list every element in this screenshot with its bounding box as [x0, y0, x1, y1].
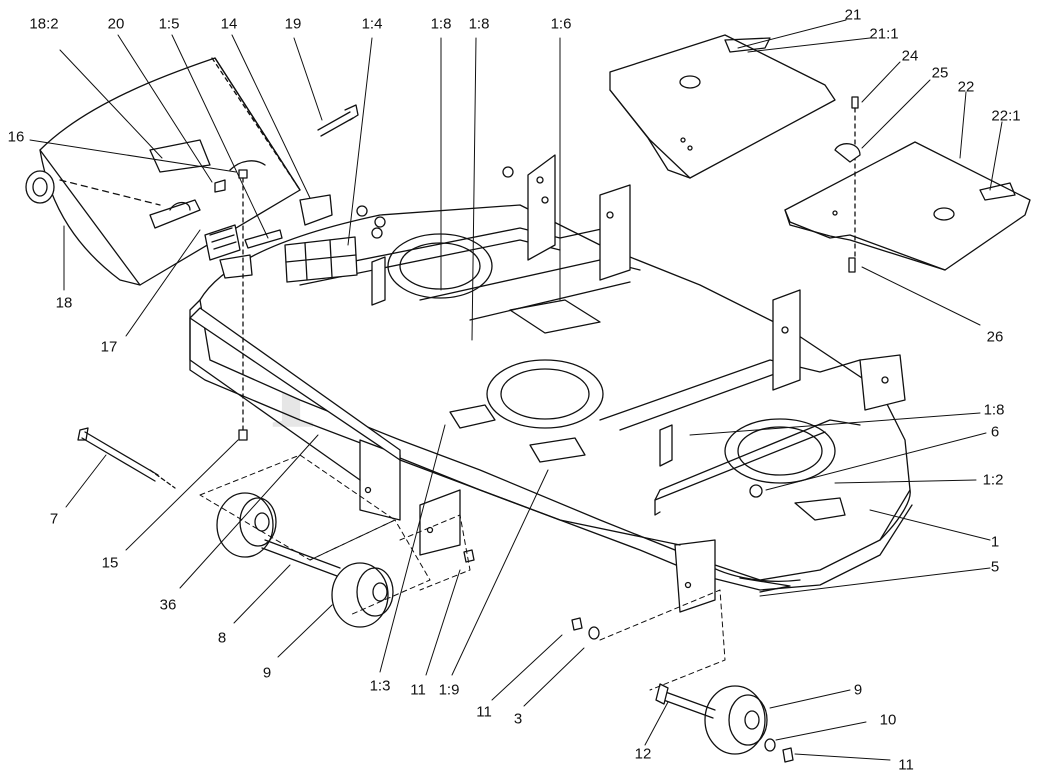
callout-1: 1	[990, 533, 1000, 551]
callout-21-1: 21:1	[869, 25, 899, 43]
callout-11-right: 11	[898, 756, 914, 774]
callout-11-middle: 11	[476, 703, 492, 721]
chute-hinge-assembly	[149, 57, 333, 279]
callout-21: 21	[844, 6, 862, 24]
callout-9-left: 9	[262, 664, 272, 682]
anti-scalp-wheel-right	[704, 685, 768, 755]
anti-scalp-wheel-left-lower	[331, 562, 394, 628]
wheel-axle-12	[655, 683, 716, 719]
deck-support-frame	[299, 154, 906, 613]
callout-1-3: 1:3	[369, 677, 391, 695]
callout-8: 8	[217, 629, 227, 647]
callout-7: 7	[49, 510, 59, 528]
spindle-nuts	[356, 166, 763, 498]
decal-discharge	[794, 497, 846, 521]
callout-22-1: 22:1	[991, 107, 1021, 125]
decal-front	[529, 437, 586, 463]
callout-18: 18	[55, 294, 73, 312]
decal-center	[509, 299, 601, 334]
callout-16: 16	[7, 128, 25, 146]
callout-10: 10	[879, 711, 897, 729]
callout-26: 26	[986, 328, 1004, 346]
anti-scalp-wheel-left-upper	[216, 492, 277, 558]
callout-1-6: 1:6	[550, 15, 572, 33]
callout-3: 3	[513, 710, 523, 728]
callout-12: 12	[634, 745, 652, 763]
callout-22: 22	[957, 78, 975, 96]
callout-1-9: 1:9	[438, 681, 460, 699]
callout-6: 6	[990, 423, 1000, 441]
callout-17: 17	[100, 338, 118, 356]
callout-20: 20	[107, 15, 125, 33]
callout-36: 36	[159, 596, 177, 614]
callout-11-left: 11	[410, 681, 426, 699]
callout-5: 5	[990, 558, 1000, 576]
callout-18-2: 18:2	[29, 15, 59, 33]
decal-instruction-1-4	[284, 236, 358, 283]
callout-1-8-middle: 1:8	[468, 15, 490, 33]
callout-25: 25	[931, 64, 949, 82]
callout-1-8-left: 1:8	[430, 15, 452, 33]
spindle-opening-center	[486, 359, 604, 429]
carriage-bolt-15	[238, 169, 248, 441]
callout-14: 14	[220, 15, 238, 33]
callout-1-5: 1:5	[158, 15, 180, 33]
bolt-19	[317, 104, 359, 137]
callout-24: 24	[901, 47, 919, 65]
callout-1-8-right: 1:8	[983, 401, 1005, 419]
spindle-opening-left	[387, 233, 493, 299]
callout-19: 19	[284, 15, 302, 33]
callout-9-right: 9	[853, 681, 863, 699]
chute-decal	[149, 139, 211, 173]
belt-cover-left	[609, 34, 836, 179]
cover-knob-assembly	[834, 96, 861, 273]
callout-1-2: 1:2	[982, 471, 1004, 489]
callout-15: 15	[101, 554, 119, 572]
belt-cover-right	[784, 141, 1031, 271]
callout-1-4: 1:4	[361, 15, 383, 33]
leader-lines	[29, 19, 1003, 761]
spindle-opening-right	[724, 418, 836, 484]
axle-bolt-7	[77, 427, 176, 489]
wheel-axle-8	[261, 539, 341, 577]
